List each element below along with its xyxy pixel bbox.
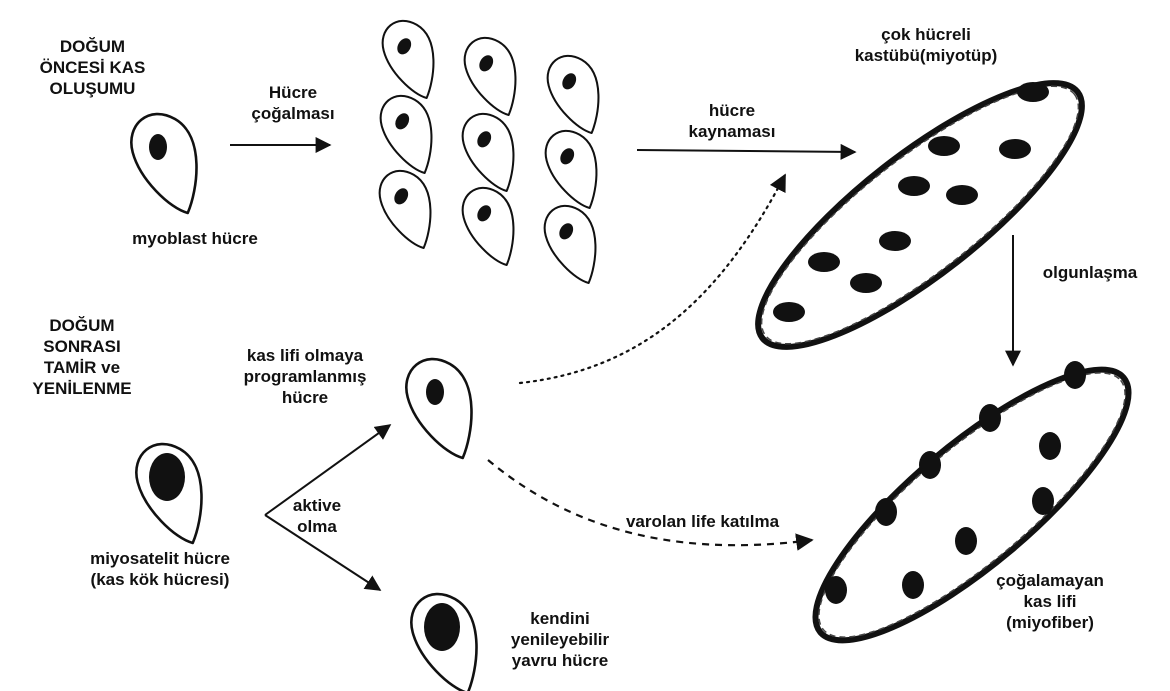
join-fiber-dashed-arrow xyxy=(488,460,812,545)
myotube xyxy=(725,45,1114,386)
committed-cell xyxy=(386,349,501,459)
myofiber-label: çoğalamayan kas lifi (miyofiber) xyxy=(985,570,1115,633)
postnatal-title: DOĞUM SONRASI TAMİR ve YENİLENME xyxy=(22,315,142,399)
self-renew-label: kendini yenileyebilir yavru hücre xyxy=(495,608,625,671)
myoblast-cell xyxy=(111,104,226,214)
join-fiber-label: varolan life katılma xyxy=(600,511,805,532)
myoblast-label: myoblast hücre xyxy=(110,228,280,249)
myotube-label: çok hücreli kastübü(miyotüp) xyxy=(826,24,1026,66)
activation-label: aktive olma xyxy=(282,495,352,537)
proliferating-cells-cluster xyxy=(363,13,620,284)
committed-cell-label: kas lifi olmaya programlanmış hücre xyxy=(225,345,385,408)
satellite-cell-label: miyosatelit hücre (kas kök hücresi) xyxy=(60,548,260,590)
fusion-label: hücre kaynaması xyxy=(672,100,792,142)
proliferation-label: Hücre çoğalması xyxy=(238,82,348,124)
satellite-cell xyxy=(116,434,231,544)
prenatal-title: DOĞUM ÖNCESİ KAS OLUŞUMU xyxy=(30,36,155,99)
fusion-arrow xyxy=(637,150,855,152)
maturation-label: olgunlaşma xyxy=(1030,262,1150,283)
self-renewing-cell xyxy=(391,584,506,691)
